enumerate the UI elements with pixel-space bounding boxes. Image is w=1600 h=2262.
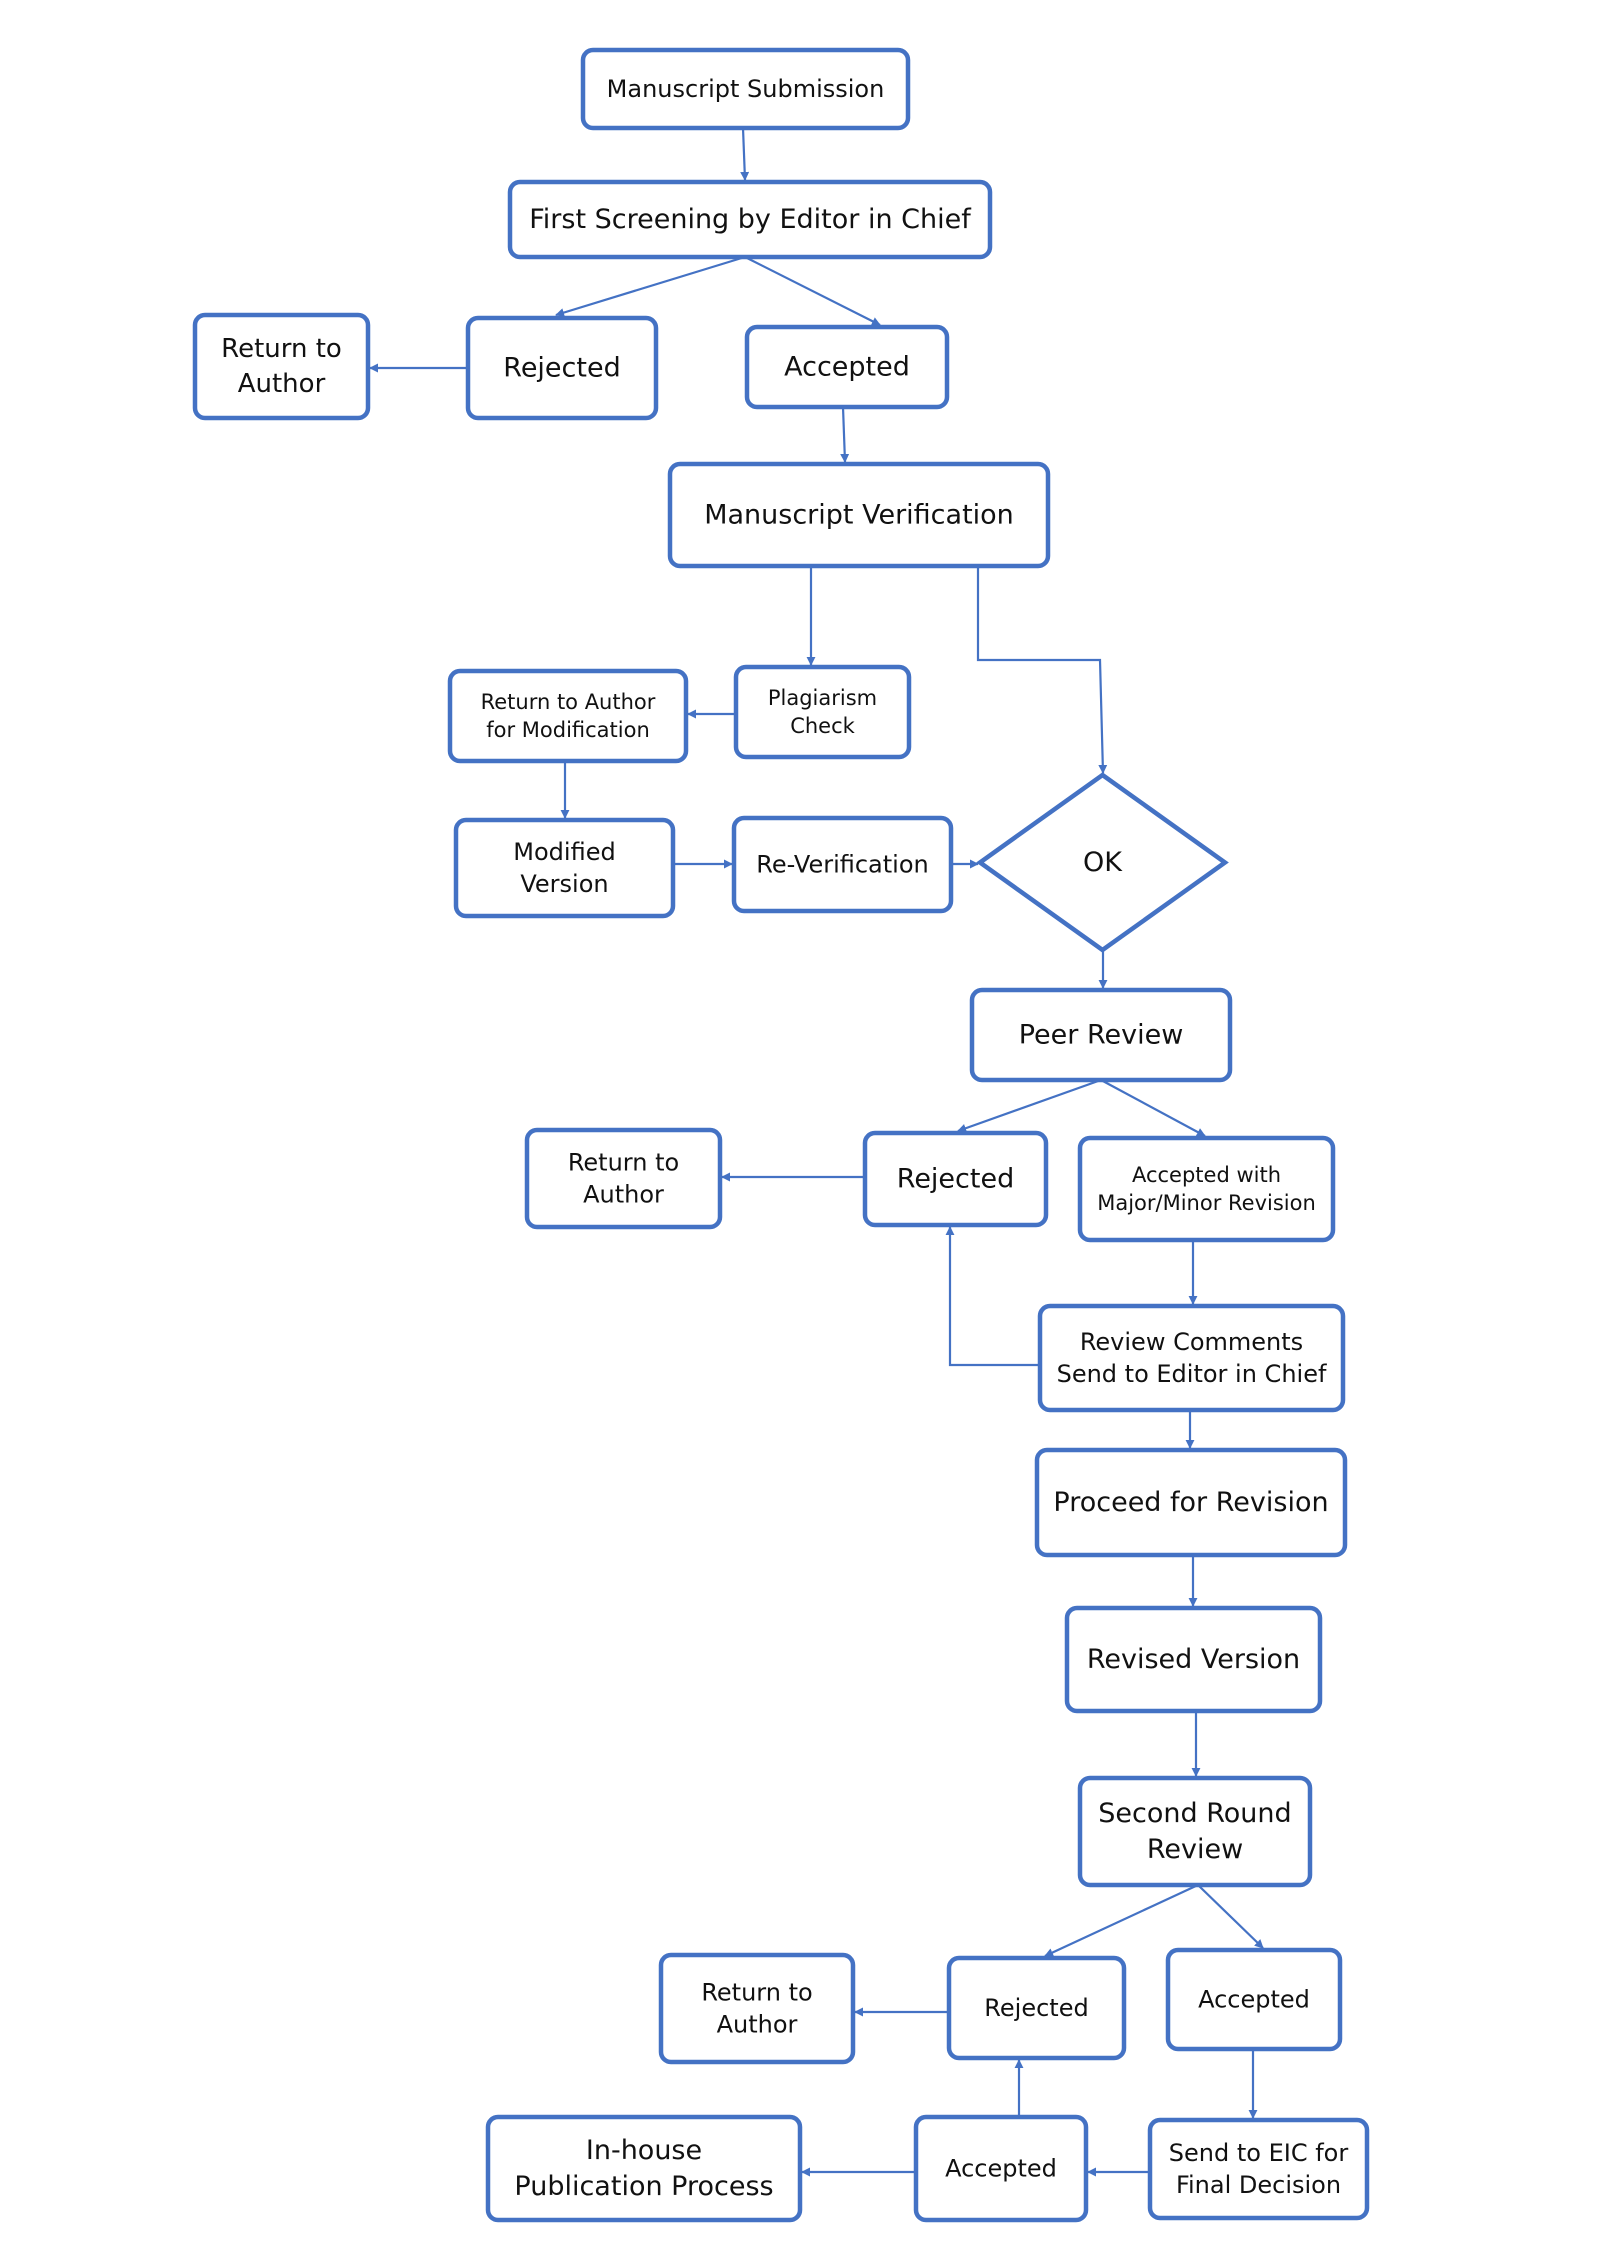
connector-arrow <box>957 1078 1102 1133</box>
node-shape <box>465 315 659 421</box>
node-return-modification: Return to Author for Modification <box>447 668 689 764</box>
node-label: Send to Editor in Chief <box>1057 1360 1327 1388</box>
node-shape <box>192 312 371 421</box>
node-accepted-3: Accepted <box>1165 1947 1343 2052</box>
node-label: Revised Version <box>1087 1644 1300 1675</box>
node-label: Send to EIC for <box>1169 2139 1349 2167</box>
node-shape <box>976 772 1229 953</box>
node-shape <box>1037 1303 1346 1413</box>
node-label: Publication Process <box>514 2171 773 2202</box>
connector-arrow <box>740 127 750 181</box>
node-rejected-3: Rejected <box>946 1955 1127 2061</box>
node-label: Second Round <box>1098 1798 1291 1829</box>
node-shape <box>913 2114 1089 2223</box>
node-shape <box>658 1952 856 2065</box>
node-label: Proceed for Revision <box>1053 1487 1328 1518</box>
node-return-author-2: Return to Author <box>524 1127 723 1230</box>
node-shape <box>969 987 1233 1083</box>
node-label: Final Decision <box>1176 2171 1341 2199</box>
node-peer-review: Peer Review <box>969 987 1233 1083</box>
node-label: Return to <box>221 334 342 364</box>
node-label: Return to <box>701 1978 812 2006</box>
node-label: Version <box>520 870 608 898</box>
node-shape <box>744 324 950 410</box>
node-shape <box>507 179 993 260</box>
node-label: Check <box>790 714 855 738</box>
node-shape <box>733 664 912 760</box>
node-first-screening: First Screening by Editor in Chief <box>507 179 993 260</box>
node-shape <box>667 461 1051 569</box>
node-label: Major/Minor Revision <box>1097 1191 1316 1215</box>
node-shape <box>731 815 954 914</box>
node-label: Plagiarism <box>768 686 877 710</box>
node-label: Accepted with <box>1132 1163 1281 1187</box>
node-label: Peer Review <box>1019 1020 1184 1051</box>
node-label: Rejected <box>984 1994 1088 2022</box>
node-label: Author <box>238 369 326 399</box>
node-shape <box>580 47 911 131</box>
node-ok: OK <box>976 772 1229 953</box>
node-shape <box>946 1955 1127 2061</box>
node-shape <box>1077 1775 1313 1888</box>
connector-arrow <box>744 256 881 326</box>
node-label: Manuscript Verification <box>704 500 1014 531</box>
node-label: Review Comments <box>1080 1328 1303 1356</box>
node-revised-version: Revised Version <box>1064 1605 1323 1714</box>
node-label: Re-Verification <box>756 851 928 879</box>
node-label: Author <box>583 1181 664 1209</box>
connector-arrow <box>840 406 850 463</box>
connector-arrow <box>1100 1079 1206 1137</box>
node-shape <box>1064 1605 1323 1714</box>
connector-arrow <box>945 1226 1040 1367</box>
node-label: In-house <box>586 2135 702 2166</box>
node-label: Modified <box>513 838 615 866</box>
node-label: Rejected <box>897 1164 1014 1195</box>
node-return-author-3: Return to Author <box>658 1952 856 2065</box>
node-label: Accepted <box>1198 1986 1310 2014</box>
connector-arrow <box>555 255 746 317</box>
node-re-verification: Re-Verification <box>731 815 954 914</box>
node-rejected-2: Rejected <box>862 1130 1049 1228</box>
node-rejected-1: Rejected <box>465 315 659 421</box>
node-label: Rejected <box>503 353 620 384</box>
node-accepted-1: Accepted <box>744 324 950 410</box>
node-shape <box>1034 1447 1348 1558</box>
connector-arrow <box>1197 1884 1264 1949</box>
node-shape <box>524 1127 723 1230</box>
node-shape <box>1165 1947 1343 2052</box>
node-manuscript-verification: Manuscript Verification <box>667 461 1051 569</box>
node-label: Accepted <box>945 2155 1057 2183</box>
node-proceed-revision: Proceed for Revision <box>1034 1447 1348 1558</box>
node-label: Review <box>1147 1834 1243 1865</box>
connector-arrow <box>976 566 1108 774</box>
node-label: Return to <box>568 1148 679 1176</box>
node-label: First Screening by Editor in Chief <box>529 204 972 235</box>
node-label: for Modification <box>486 718 650 742</box>
node-label: OK <box>1083 847 1123 878</box>
connector-arrow <box>1044 1884 1199 1957</box>
node-shape <box>1077 1135 1336 1243</box>
node-label: Author <box>717 2011 798 2039</box>
node-shape <box>485 2114 803 2223</box>
node-shape <box>453 817 676 919</box>
node-return-author-1: Return to Author <box>192 312 371 421</box>
node-label: Manuscript Submission <box>607 75 885 103</box>
edges <box>369 127 1264 2177</box>
node-shape <box>862 1130 1049 1228</box>
node-shape <box>447 668 689 764</box>
node-label: Accepted <box>784 352 910 383</box>
node-shape <box>1147 2117 1370 2221</box>
node-accepted-final: Accepted <box>913 2114 1089 2223</box>
node-manuscript-submission: Manuscript Submission <box>580 47 911 131</box>
node-label: Return to Author <box>481 690 656 714</box>
